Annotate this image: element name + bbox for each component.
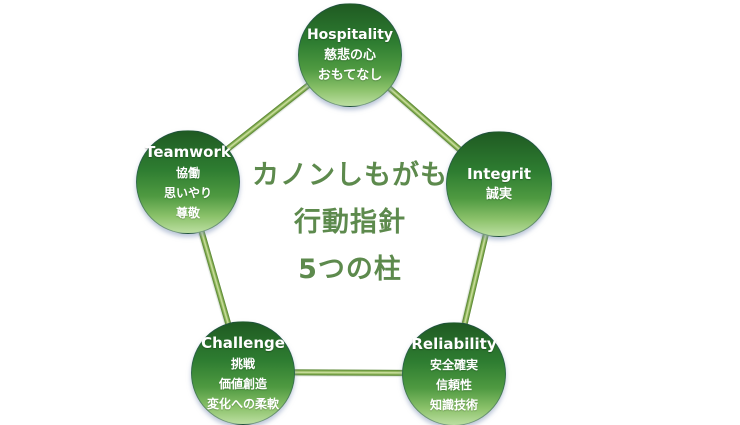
node-challenge-item-3: 変化への柔軟	[206, 397, 279, 411]
node-reliability: Reliability 安全確実 信頼性 知識技術	[402, 322, 506, 425]
center-caption: カノンしもがも 行動指針 5つの柱	[230, 152, 470, 293]
node-integrity: Integrit 誠実	[446, 131, 552, 237]
node-hospitality-title: Hospitality	[306, 27, 394, 43]
node-hospitality-item-1: 慈悲の心	[323, 48, 376, 63]
node-reliability-item-1: 安全確実	[429, 358, 478, 372]
node-integrity-item-1: 誠実	[485, 187, 512, 202]
node-teamwork: Teamwork 協働 思いやり 尊敬	[136, 130, 240, 234]
node-reliability-item-3: 知識技術	[429, 398, 478, 412]
node-teamwork-item-1: 協働	[175, 166, 200, 180]
node-hospitality-item-2: おもてなし	[317, 68, 383, 83]
node-challenge-item-1: 挑戦	[230, 357, 255, 371]
node-challenge-item-2: 価値創造	[218, 377, 267, 391]
center-caption-line-2: 行動指針	[294, 207, 406, 238]
node-teamwork-item-2: 思いやり	[163, 186, 212, 200]
node-hospitality: Hospitality 慈悲の心 おもてなし	[298, 3, 402, 107]
center-caption-line-3: 5つの柱	[298, 254, 402, 285]
node-teamwork-item-3: 尊敬	[175, 206, 200, 220]
node-reliability-item-2: 信頼性	[435, 378, 472, 392]
node-challenge: Challenge 挑戦 価値創造 変化への柔軟	[191, 321, 295, 425]
node-reliability-title: Reliability	[411, 335, 497, 353]
center-caption-line-1: カノンしもがも	[252, 160, 448, 191]
node-challenge-title: Challenge	[201, 334, 285, 352]
node-teamwork-title: Teamwork	[145, 143, 231, 161]
node-integrity-title: Integrit	[466, 165, 532, 183]
